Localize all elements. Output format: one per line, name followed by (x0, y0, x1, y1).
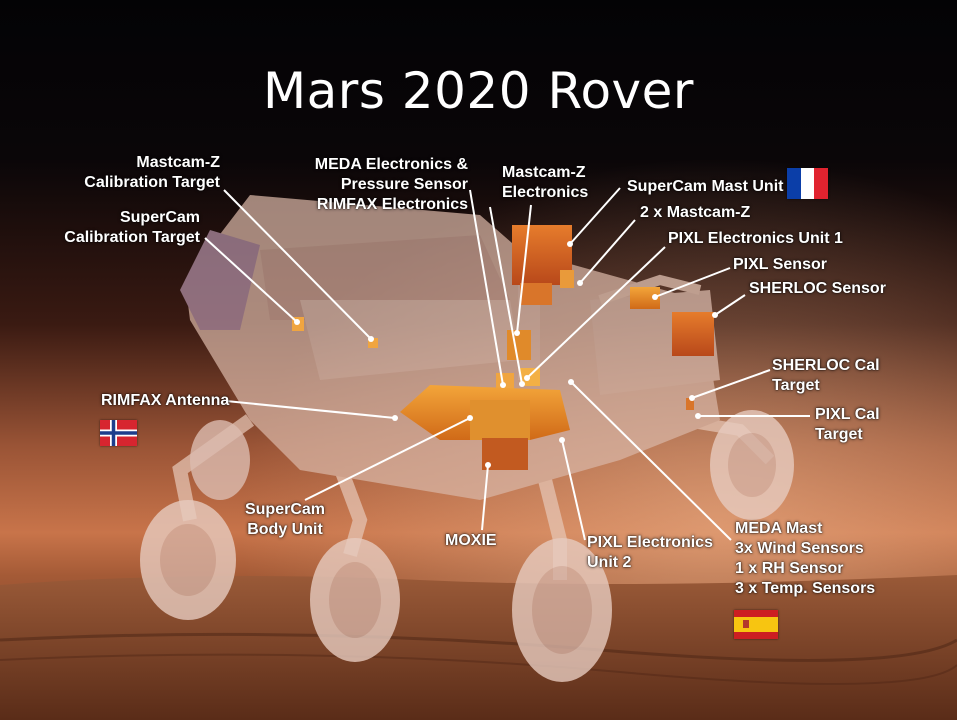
label-supercam-cal-target: SuperCam Calibration Target (40, 208, 200, 248)
mastcam-z-cameras (520, 283, 552, 305)
label-sherloc-sensor: SHERLOC Sensor (749, 280, 886, 297)
label-line: Mastcam-Z (136, 154, 220, 171)
label-line: Calibration Target (64, 229, 200, 246)
norway-flag-icon (100, 420, 137, 446)
label-line: Calibration Target (84, 174, 220, 191)
label-sherloc-cal-target: SHERLOC Cal Target (772, 356, 880, 396)
label-supercam-body-unit: SuperCam Body Unit (240, 500, 330, 540)
label-pixl-electronics-unit-1: PIXL Electronics Unit 1 (668, 230, 843, 247)
sherloc-cal-target-mark (686, 398, 694, 410)
label-line: Unit 2 (587, 554, 632, 571)
supercam-body-box (470, 400, 530, 440)
label-line: Electronics (502, 184, 589, 201)
pixl-sensor-box (630, 287, 660, 309)
instruments (292, 225, 714, 470)
france-flag-icon (787, 168, 828, 199)
page-title: Mars 2020 Rover (263, 62, 694, 120)
mars-ground (0, 575, 957, 720)
label-line: PIXL Cal (815, 406, 880, 423)
label-line: Body Unit (247, 521, 323, 538)
label-line: PIXL Electronics (587, 534, 713, 551)
label-line: 3 x Temp. Sensors (735, 580, 876, 597)
label-meda-mast: MEDA Mast 3x Wind Sensors 1 x RH Sensor … (735, 519, 875, 599)
label-meda-electronics: MEDA Electronics & Pressure Sensor RIMFA… (300, 155, 468, 215)
label-mastcam-cal-target: Mastcam-Z Calibration Target (60, 153, 220, 193)
meda-electronics-box (520, 368, 540, 386)
rover-wheels (140, 410, 794, 682)
label-line: MEDA Mast (735, 520, 823, 537)
label-line: 3x Wind Sensors (735, 540, 864, 557)
label-line: SuperCam (119, 209, 200, 226)
label-pixl-sensor: PIXL Sensor (733, 256, 827, 273)
mastcam-cal-target (368, 338, 378, 348)
label-line: Target (815, 426, 863, 443)
label-line: Pressure Sensor (340, 176, 468, 193)
label-supercam-mast-unit: SuperCam Mast Unit (627, 178, 784, 195)
callout-lines (204, 187, 810, 541)
label-pixl-cal-target: PIXL Cal Target (815, 405, 880, 445)
sherloc-sensor-box (672, 312, 714, 356)
label-line: Target (772, 377, 820, 394)
label-two-mastcam-z: 2 x Mastcam-Z (640, 204, 751, 221)
label-line: RIMFAX Electronics (316, 196, 468, 213)
mastcam-z-camera (560, 270, 574, 288)
label-line: MEDA Electronics & (314, 156, 468, 173)
label-line: SHERLOC Cal (772, 357, 880, 374)
label-pixl-electronics-unit-2: PIXL Electronics Unit 2 (587, 533, 713, 573)
label-line: Mastcam-Z (502, 164, 586, 181)
spain-flag-icon (734, 610, 778, 639)
label-mastcam-electronics: Mastcam-Z Electronics (502, 163, 588, 203)
label-moxie: MOXIE (445, 532, 497, 549)
label-line: 1 x RH Sensor (735, 560, 844, 577)
label-line: SuperCam (244, 501, 326, 518)
callout-arrowheads (294, 241, 718, 468)
label-rimfax-antenna: RIMFAX Antenna (101, 392, 230, 409)
